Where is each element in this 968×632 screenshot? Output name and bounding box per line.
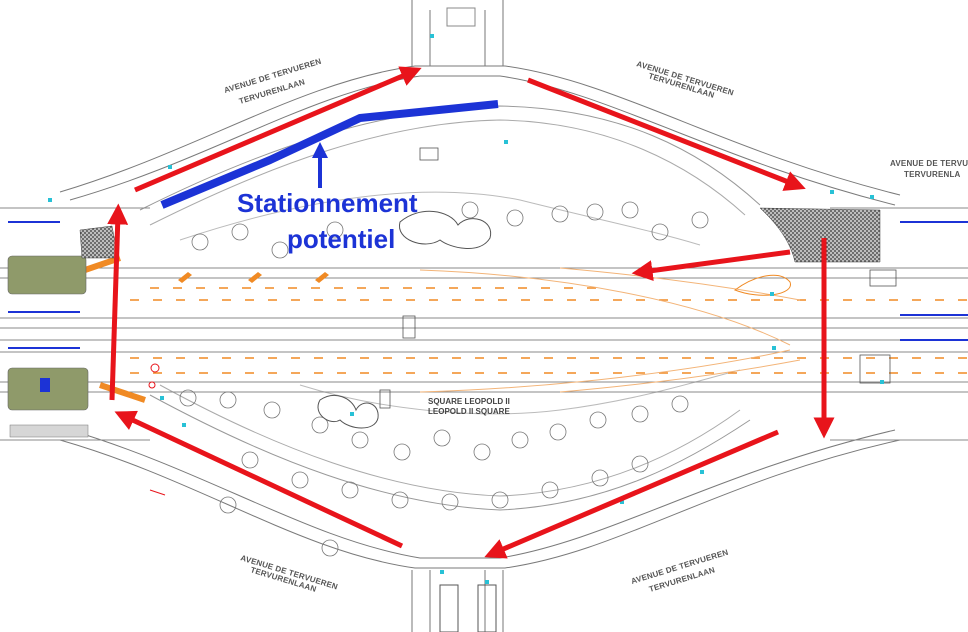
garden-blob-north xyxy=(399,210,492,249)
central-boulevard xyxy=(0,207,968,441)
flow-arrow-bottom-right xyxy=(484,429,779,559)
gray-strip-left xyxy=(9,424,89,438)
orange-lane-markings xyxy=(130,287,968,374)
square-label-nl: LEOPOLD II SQUARE xyxy=(428,407,510,416)
flow-arrow-top-left xyxy=(134,66,422,193)
traffic-island-east xyxy=(733,274,791,296)
flow-arrow-bottom-left xyxy=(114,410,404,549)
garden-blob xyxy=(317,395,379,429)
paving-hatch-east xyxy=(759,207,881,263)
orange-chevrons xyxy=(178,272,329,283)
flow-arrow-left-up xyxy=(107,203,129,401)
cyan-markers xyxy=(48,34,884,584)
blue-lane-lines xyxy=(8,221,968,349)
flow-arrow-east-return xyxy=(631,249,791,281)
street-label-right-nl: TERVURENLA xyxy=(904,170,961,179)
parking-annotation-line1: Stationnement xyxy=(237,188,418,218)
red-details xyxy=(148,363,166,496)
parking-annotation-line2: potentiel xyxy=(287,224,395,254)
orange-crossing-lower xyxy=(99,382,146,403)
flow-arrow-top-right xyxy=(527,77,806,191)
small-structures xyxy=(379,147,897,409)
square-label: SQUARE LEOPOLD II xyxy=(428,397,510,406)
parking-line xyxy=(160,100,499,209)
green-area-upper-left xyxy=(7,255,87,295)
blue-sign-left xyxy=(40,378,50,392)
trees xyxy=(179,201,709,557)
roundabout-outline xyxy=(59,65,901,569)
street-label-right: AVENUE DE TERVUER xyxy=(890,159,968,168)
traffic-flow-arrows xyxy=(107,66,835,559)
side-roads xyxy=(411,0,504,632)
paving-hatch-west xyxy=(79,225,119,259)
